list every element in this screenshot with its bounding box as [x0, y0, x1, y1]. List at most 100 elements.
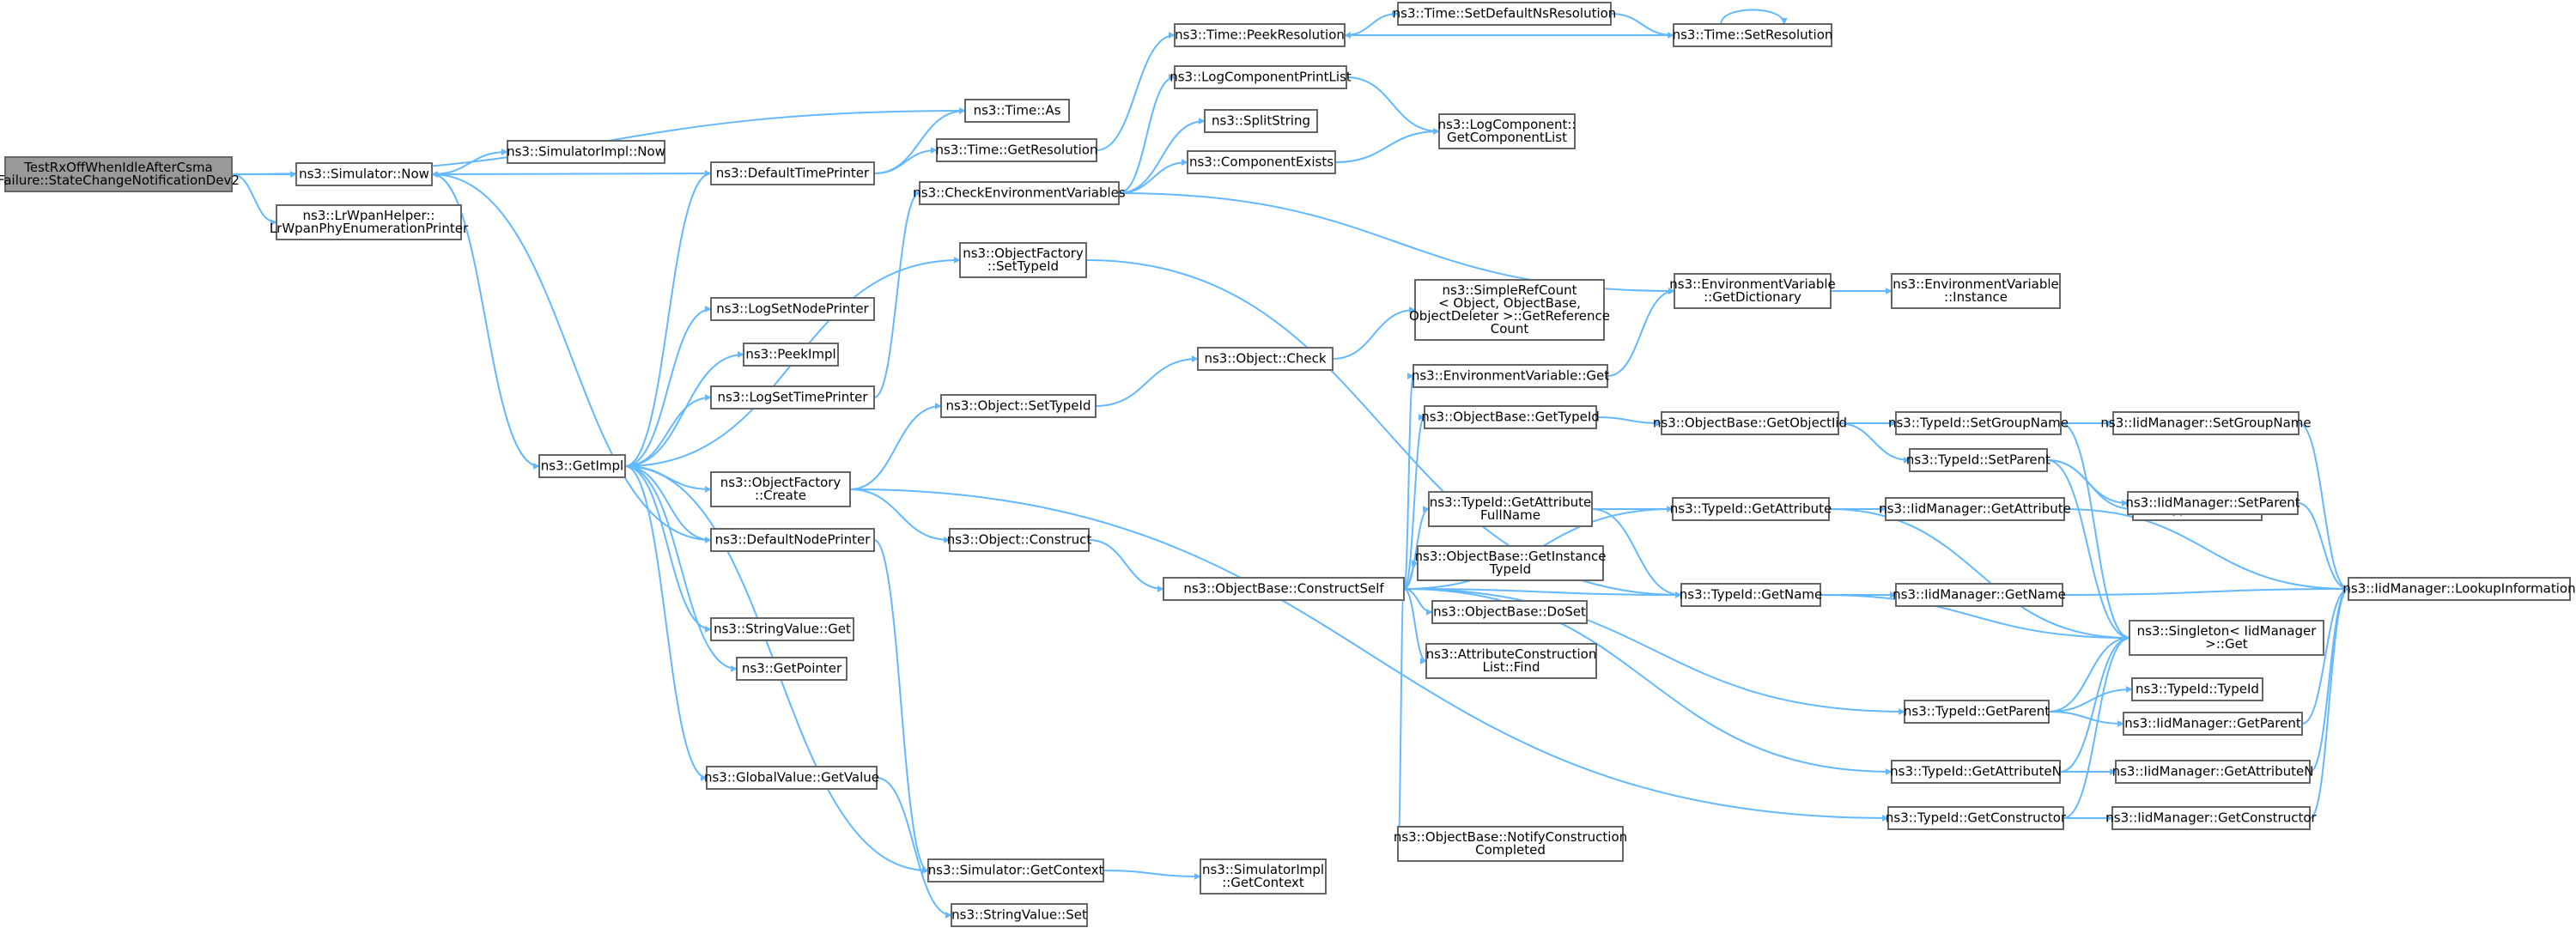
node-getobjectiid[interactable]: ns3::ObjectBase::GetObjectIid	[1653, 411, 1847, 435]
node-globalvalue[interactable]: ns3::GlobalValue::GetValue	[704, 766, 879, 790]
node-lrwpan[interactable]: ns3::LrWpanHelper::LrWpanPhyEnumerationP…	[270, 204, 469, 240]
node-box	[295, 162, 433, 186]
node-constructself[interactable]: ns3::ObjectBase::ConstructSelf	[1163, 577, 1405, 601]
node-box	[2111, 806, 2311, 830]
node-iid_getname[interactable]: ns3::IidManager::GetName	[1893, 583, 2066, 607]
node-strvalue_set[interactable]: ns3::StringValue::Set	[951, 903, 1088, 927]
node-label-line: ns3::DefaultNodePrinter	[715, 532, 872, 548]
edge-iid_getctor-to-lookupinfo	[2309, 585, 2349, 819]
node-strvalue_get[interactable]: ns3::StringValue::Get	[710, 617, 854, 641]
node-label-line: ::GetDictionary	[1704, 289, 1801, 305]
node-setres[interactable]: ns3::Time::SetResolution	[1673, 23, 1833, 47]
node-sim_getcontext[interactable]: ns3::Simulator::GetContext	[927, 858, 1104, 883]
node-checkenv[interactable]: ns3::CheckEnvironmentVariables	[913, 181, 1126, 205]
node-box	[710, 617, 854, 641]
node-typeid_typeid[interactable]: ns3::TypeId::TypeId	[2131, 677, 2263, 701]
node-box	[1174, 23, 1346, 47]
node-doset[interactable]: ns3::ObjectBase::DoSet	[1431, 600, 1588, 624]
node-label-line: < Object, ObjectBase,	[1438, 295, 1581, 311]
node-peekres[interactable]: ns3::Time::PeekResolution	[1174, 23, 1346, 47]
node-objf_create[interactable]: ns3::ObjectFactory::Create	[710, 471, 851, 507]
node-iid_getparent[interactable]: ns3::IidManager::GetParent	[2123, 712, 2303, 736]
node-simimpl_getcontext[interactable]: ns3::SimulatorImpl::GetContext	[1200, 858, 1327, 895]
node-box	[940, 394, 1097, 418]
edge-line	[624, 465, 712, 633]
edge-peekres-to-setdefns	[1344, 10, 1399, 36]
node-compexists[interactable]: ns3::ComponentExists	[1187, 150, 1336, 174]
node-objf_settypeid[interactable]: ns3::ObjectFactory::SetTypeId	[959, 242, 1087, 278]
node-splitstring[interactable]: ns3::SplitString	[1204, 109, 1318, 133]
node-iid_setparent[interactable]: ns3::IidManager::SetParent	[2125, 491, 2300, 515]
node-typeid_getattr[interactable]: ns3::TypeId::GetAttribute	[1670, 497, 1832, 521]
node-box	[1428, 491, 1593, 527]
node-logtimeprinter[interactable]: ns3::LogSetTimePrinter	[710, 385, 875, 409]
node-iid_getattrn[interactable]: ns3::IidManager::GetAttributeN	[2112, 760, 2314, 784]
node-root[interactable]: TestRxOffWhenIdleAfterCsmaFailure::State…	[0, 156, 240, 192]
node-label-line: ns3::LrWpanHelper::	[303, 208, 435, 223]
node-box	[1174, 65, 1347, 89]
node-label-line: List::Find	[1482, 659, 1540, 675]
node-typeid_setparent[interactable]: ns3::TypeId::SetParent	[1906, 448, 2050, 472]
node-notifyconstruct[interactable]: ns3::ObjectBase::NotifyConstructionCompl…	[1394, 826, 1627, 862]
node-label-line: ns3::IidManager::GetParent	[2124, 716, 2301, 731]
node-label-line: LrWpanPhyEnumerationPrinter	[270, 221, 469, 236]
node-time_as[interactable]: ns3::Time::As	[964, 99, 1070, 123]
node-iid_getattr[interactable]: ns3::IidManager::GetAttribute	[1879, 497, 2071, 521]
edge-typeid_setgroup-to-singleton_get	[2060, 422, 2130, 641]
node-typeid_setgroup[interactable]: ns3::TypeId::SetGroupName	[1888, 411, 2069, 435]
node-simplerefcount[interactable]: ns3::SimpleRefCount< Object, ObjectBase,…	[1409, 279, 1610, 341]
node-box	[959, 242, 1087, 278]
node-logcompprint[interactable]: ns3::LogComponentPrintList	[1170, 65, 1352, 89]
node-iid_getctor[interactable]: ns3::IidManager::GetConstructor	[2105, 806, 2318, 830]
node-lookupinfo[interactable]: ns3::IidManager::LookupInformation	[2342, 577, 2576, 601]
node-dtp[interactable]: ns3::DefaultTimePrinter	[710, 161, 875, 185]
edge-line	[1403, 588, 1905, 715]
edge-sim_now-to-getimpl	[431, 173, 540, 470]
node-typeid_getattrn[interactable]: ns3::TypeId::GetAttributeN	[1890, 760, 2062, 784]
node-typeid_getctor[interactable]: ns3::TypeId::GetConstructor	[1886, 806, 2067, 830]
edge-line	[1346, 76, 1440, 135]
node-singleton_get[interactable]: ns3::Singleton< IidManager>::Get	[2129, 620, 2324, 656]
edge-obj_construct-to-constructself	[1088, 539, 1164, 592]
node-sim_now[interactable]: ns3::Simulator::Now	[295, 162, 433, 186]
node-iid_setgroup[interactable]: ns3::IidManager::SetGroupName	[2100, 411, 2312, 435]
node-label-line: ns3::LogComponentPrintList	[1170, 70, 1352, 85]
node-typeid_getparent[interactable]: ns3::TypeId::GetParent	[1904, 700, 2050, 724]
edge-constructself-to-objbase_gettypeid	[1403, 414, 1425, 590]
node-obj_construct[interactable]: ns3::Object::Construct	[947, 528, 1092, 552]
node-box	[2123, 712, 2303, 736]
node-getpointer[interactable]: ns3::GetPointer	[736, 657, 848, 681]
node-obj_settypeid[interactable]: ns3::Object::SetTypeId	[940, 394, 1097, 418]
node-simimpl_now[interactable]: ns3::SimulatorImpl::Now	[507, 140, 665, 164]
node-peekimpl[interactable]: ns3::PeekImpl	[743, 343, 839, 367]
node-envgetdict[interactable]: ns3::EnvironmentVariable::GetDictionary	[1669, 273, 1836, 309]
node-label-line: TypeId	[1489, 561, 1531, 577]
node-lognodeprinter[interactable]: ns3::LogSetNodePrinter	[710, 297, 875, 321]
node-envget[interactable]: ns3::EnvironmentVariable::Get	[1412, 364, 1609, 388]
node-setdefns[interactable]: ns3::Time::SetDefaultNsResolution	[1393, 2, 1617, 26]
node-label-line: ns3::TypeId::GetAttribute	[1670, 501, 1832, 517]
node-box	[710, 385, 875, 409]
node-envinstance[interactable]: ns3::EnvironmentVariable::Instance	[1891, 273, 2061, 309]
node-label-line: ns3::GetImpl	[541, 458, 623, 474]
node-label-line: ns3::IidManager::SetParent	[2125, 495, 2300, 511]
node-getimpl[interactable]: ns3::GetImpl	[538, 454, 626, 478]
node-objcheck[interactable]: ns3::Object::Check	[1197, 347, 1334, 371]
node-time_getres[interactable]: ns3::Time::GetResolution	[936, 138, 1098, 162]
node-label-line: ns3::GetPointer	[742, 661, 842, 676]
node-defnodeprinter[interactable]: ns3::DefaultNodePrinter	[710, 528, 875, 552]
node-label-line: ::Create	[755, 488, 806, 503]
node-objbase_gettypeid[interactable]: ns3::ObjectBase::GetTypeId	[1421, 405, 1600, 429]
edge-line	[1403, 373, 1414, 590]
edge-line	[1088, 539, 1164, 592]
node-typeid_getname[interactable]: ns3::TypeId::GetName	[1680, 583, 1822, 607]
edge-line	[1095, 355, 1199, 407]
node-box	[736, 657, 848, 681]
node-getcomplist[interactable]: ns3::LogComponent::GetComponentList	[1438, 113, 1577, 149]
node-label-line: ns3::LogSetNodePrinter	[716, 301, 869, 317]
node-label-line: ns3::ObjectBase::ConstructSelf	[1183, 581, 1384, 597]
